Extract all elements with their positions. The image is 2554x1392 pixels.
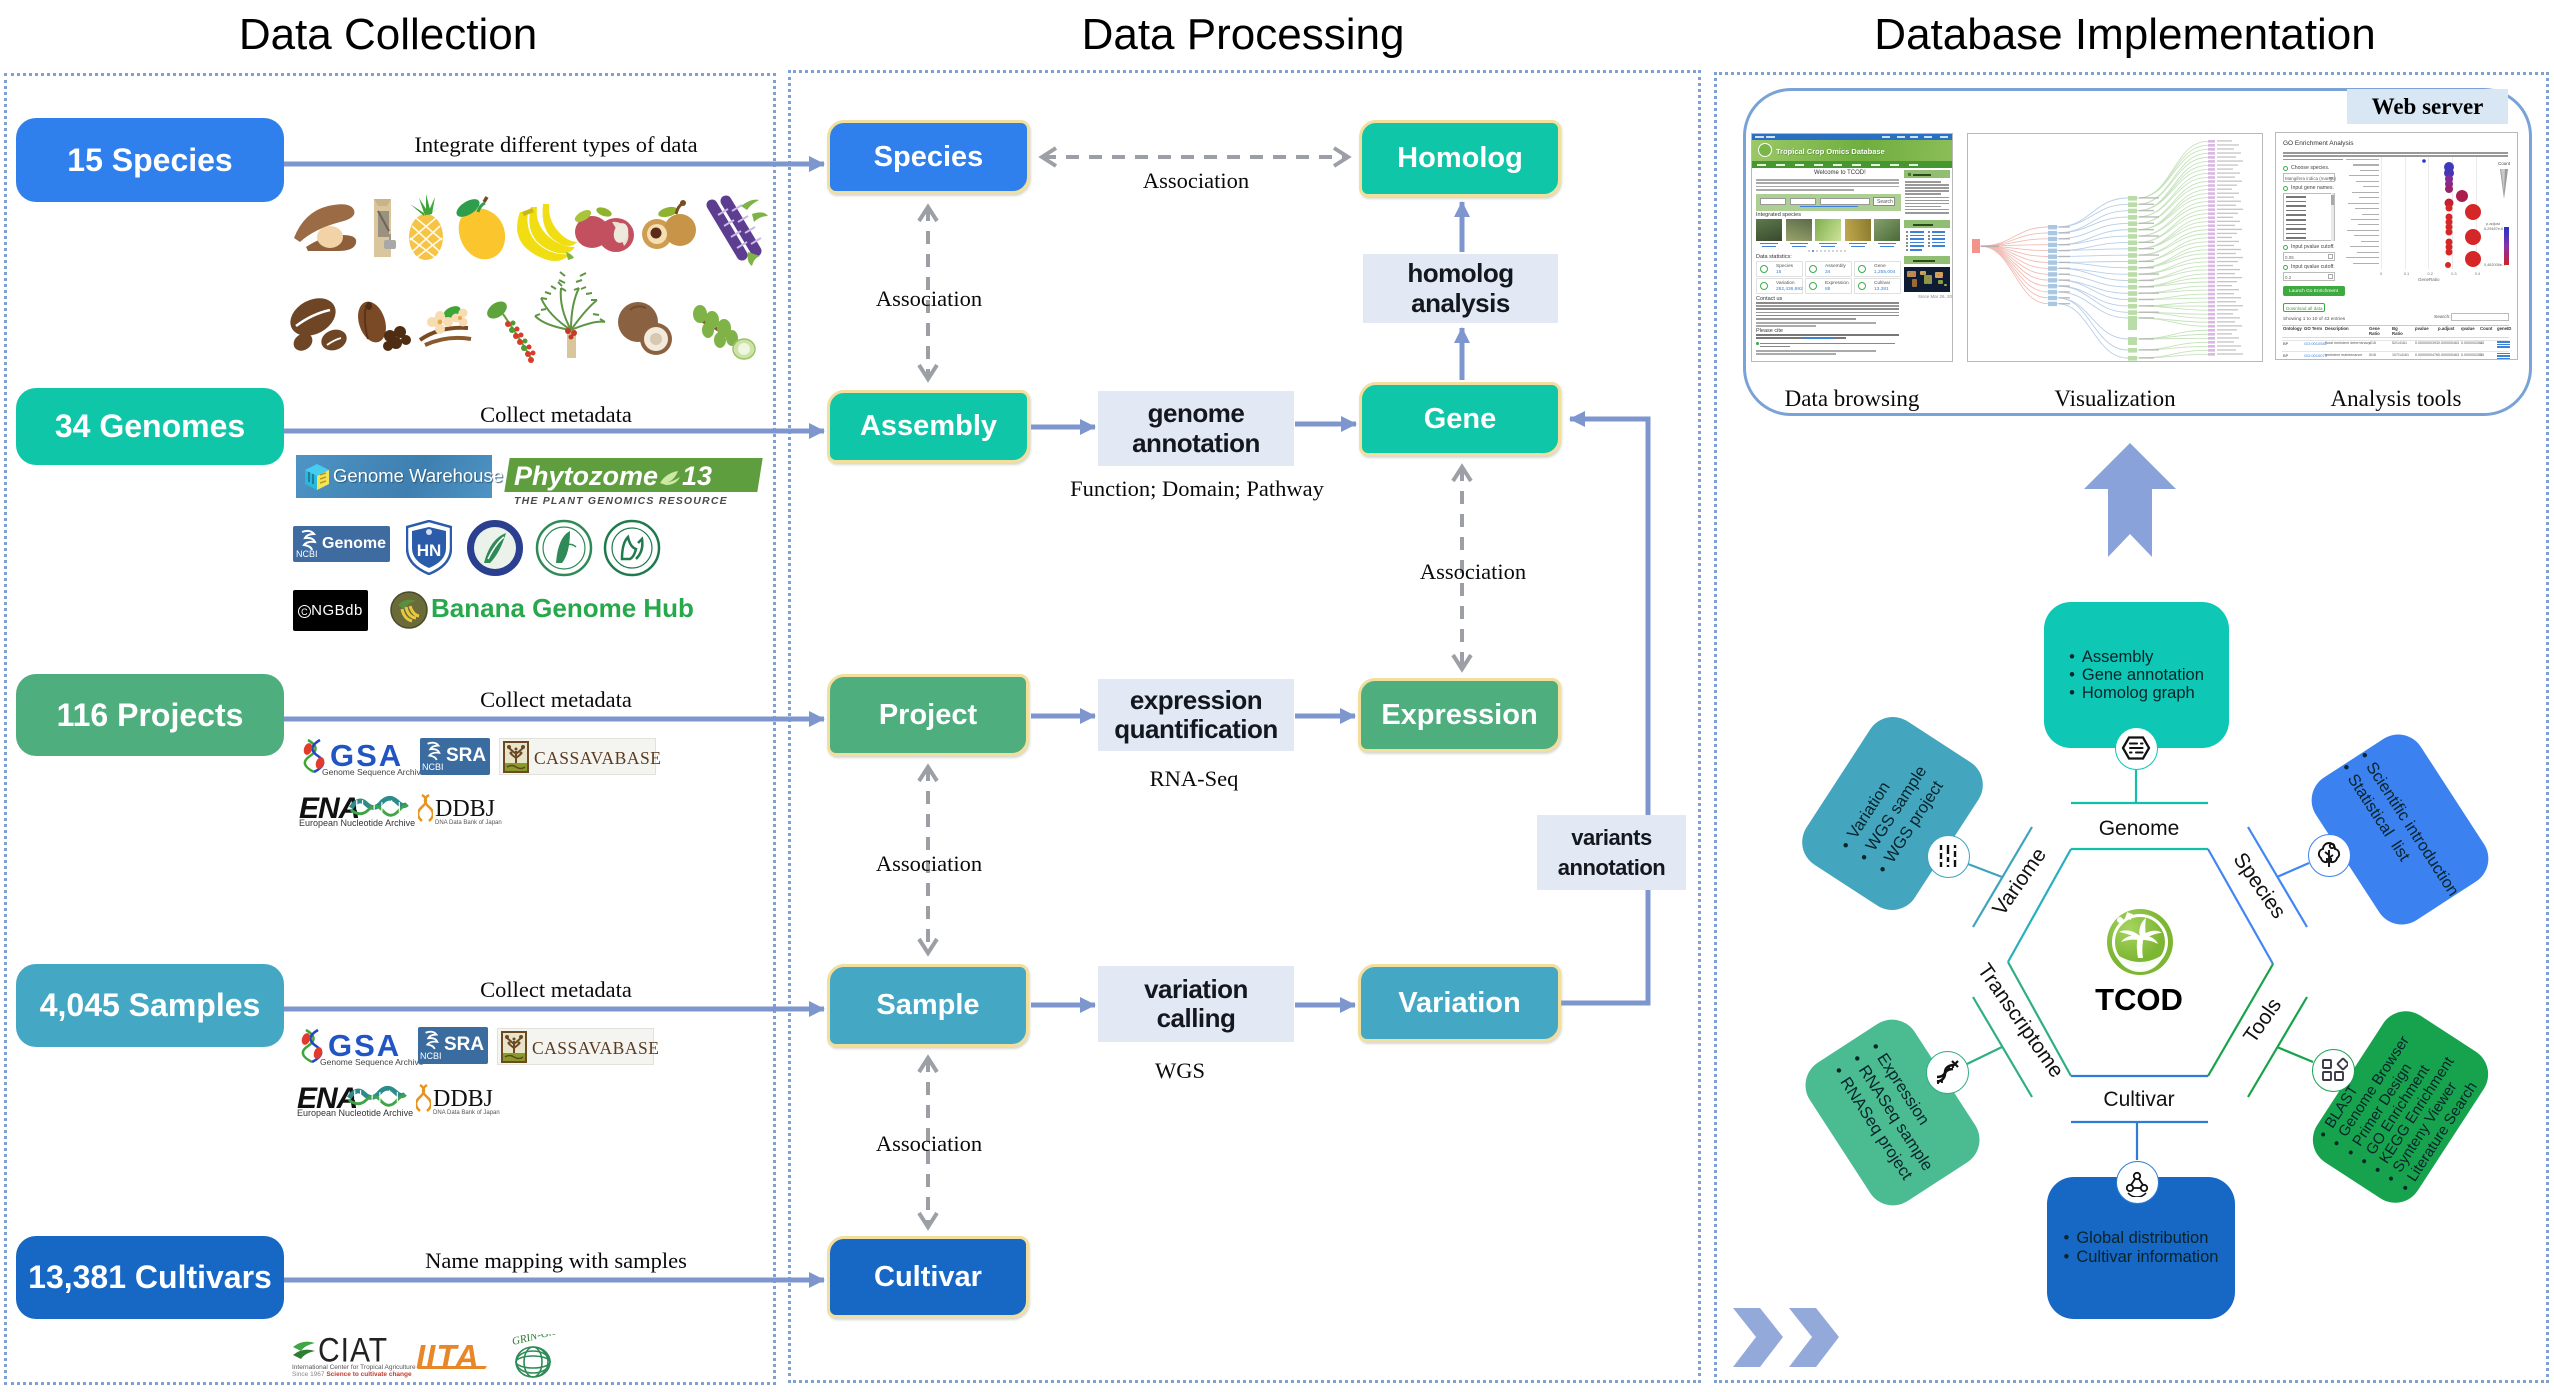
svg-text:HN: HN bbox=[417, 541, 442, 560]
svg-text:GRIN-Global: GRIN-Global bbox=[511, 1334, 559, 1348]
